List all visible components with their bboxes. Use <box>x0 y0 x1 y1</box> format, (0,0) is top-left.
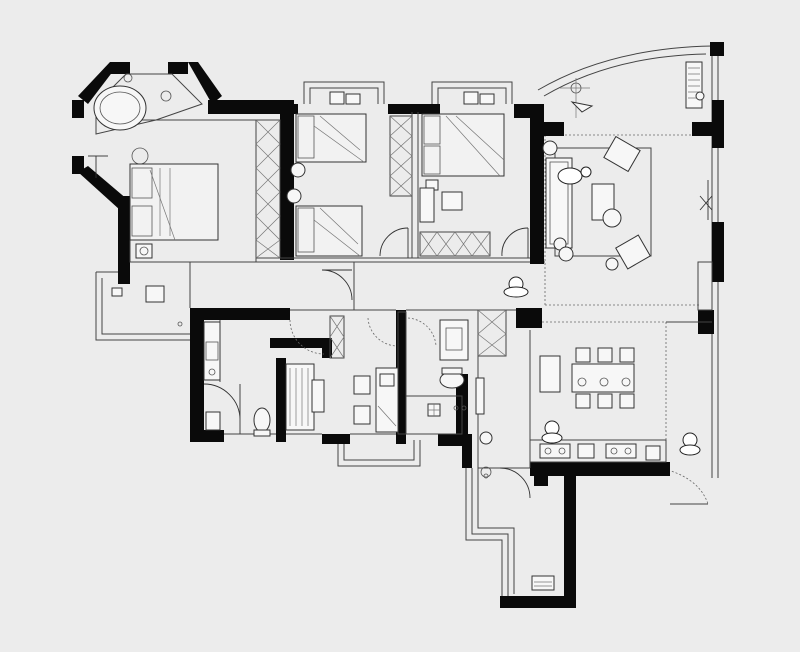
hallway <box>321 269 529 301</box>
bedroom-2 <box>286 113 413 258</box>
walls <box>72 42 724 608</box>
master-bed <box>129 163 219 241</box>
bathrooms <box>203 311 469 437</box>
living-room <box>542 61 713 271</box>
dining-area <box>475 309 701 591</box>
windows <box>303 81 513 105</box>
bed-2-bottom <box>295 205 363 257</box>
master-bedroom <box>88 73 281 327</box>
piano <box>685 61 703 109</box>
bedroom-3 <box>419 113 529 258</box>
